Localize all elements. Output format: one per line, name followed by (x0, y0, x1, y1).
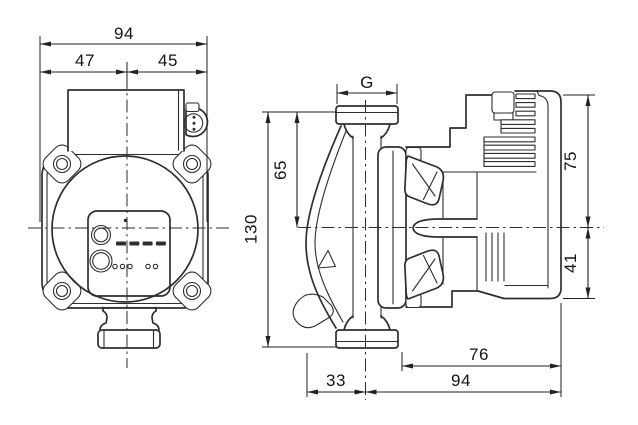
connector-socket (183, 113, 204, 133)
volute-outer-contour (305, 125, 342, 329)
lug-hole-inner (185, 284, 199, 298)
dim-label-port-to-center: 65 (271, 160, 290, 180)
clamp-levers (404, 146, 445, 309)
lug-hole (182, 281, 202, 301)
lug-hole-inner (55, 157, 69, 171)
selector-knob (89, 249, 113, 273)
fin (500, 119, 536, 125)
led-dot (112, 263, 118, 270)
led-dot-indicators (112, 263, 159, 270)
dim-label-axis-to-front: 33 (326, 371, 346, 390)
lug-hole-inner (185, 157, 199, 171)
dim-label-axis-to-rear: 94 (451, 371, 471, 390)
bottom-pipe-spigot (97, 306, 161, 349)
led-dot (152, 263, 159, 270)
clamp-spring (411, 163, 436, 197)
pump-volute (292, 123, 391, 331)
fin (515, 102, 536, 108)
fin (515, 110, 536, 117)
connector-pin (192, 121, 196, 125)
fin (483, 136, 536, 143)
clamp-spring (422, 171, 438, 201)
faceplate-outline (87, 210, 171, 297)
terminal-block-base (493, 112, 514, 121)
lug-hole (52, 154, 72, 174)
connector-pin (192, 115, 196, 119)
union-nut (97, 329, 161, 349)
module-inner-wall (536, 90, 549, 289)
volute-foot (292, 293, 334, 329)
faceplate-pilot-dot (123, 218, 128, 223)
front-view-dimensions: 94 47 45 (39, 24, 208, 222)
connector-pin (192, 127, 196, 131)
top-port-union (335, 105, 399, 125)
side-view: G 65 130 75 41 76 94 33 (242, 73, 604, 400)
fin (483, 144, 536, 151)
front-view: 94 47 45 (28, 24, 233, 368)
neck-curve (380, 315, 391, 331)
lug-hole (182, 154, 202, 174)
terminal-box (67, 89, 185, 152)
plug-connector (183, 102, 209, 138)
dim-label-port-to-port: 130 (242, 214, 261, 244)
control-faceplate (87, 210, 171, 297)
bottom-port-union (335, 329, 399, 349)
pump-housing-inner-rim (46, 153, 204, 305)
led-bar (129, 241, 140, 246)
mounting-lug (172, 144, 212, 184)
spigot-neck-left (99, 306, 108, 331)
stator-ribs (485, 232, 505, 282)
spigot-neck-right (151, 306, 160, 331)
led-bar (142, 241, 153, 246)
led-bar (116, 241, 126, 246)
led-bar-indicators (116, 241, 166, 246)
clamp-spring (411, 258, 436, 292)
dim-label-thread: G (360, 73, 374, 92)
selector-knob-inner (92, 252, 110, 270)
led-dot (119, 263, 126, 270)
dim-label-left-section: 47 (75, 51, 95, 70)
motor-top-contour (405, 94, 494, 148)
dim-label-center-to-top: 75 (561, 151, 580, 171)
fin (483, 161, 536, 167)
side-view-dimensions: G 65 130 75 41 76 94 33 (242, 73, 595, 397)
mounting-lugs (42, 144, 212, 311)
mounting-lug (42, 144, 82, 184)
led-dot (145, 263, 151, 270)
terminal-block (491, 91, 515, 114)
fin (500, 127, 536, 134)
mounting-lug (172, 271, 212, 311)
dim-label-center-to-bottom: 41 (561, 253, 580, 273)
led-dot (127, 263, 133, 270)
neck-curve (343, 315, 354, 331)
lug-hole-inner (55, 284, 69, 298)
motor-bottom-contour (405, 290, 505, 308)
dim-label-right-section: 45 (158, 51, 178, 70)
pump-face-circle (51, 155, 199, 303)
clamp-spring (422, 254, 438, 284)
led-bar (155, 241, 166, 246)
module-outline (503, 90, 562, 300)
dim-label-flange-to-rear: 76 (469, 345, 489, 364)
control-module (503, 90, 562, 300)
flow-direction-arrow-icon (317, 249, 337, 269)
volute-inner-contour (314, 130, 347, 323)
lug-hole (52, 281, 72, 301)
fin (515, 93, 536, 100)
dim-label-total-width: 94 (114, 24, 134, 43)
neck-curve (380, 123, 391, 139)
motor-heatsink-fins (483, 91, 536, 167)
connector-latch (185, 102, 200, 113)
fin (483, 152, 536, 159)
control-knob (90, 224, 112, 246)
neck-curve (343, 123, 354, 139)
